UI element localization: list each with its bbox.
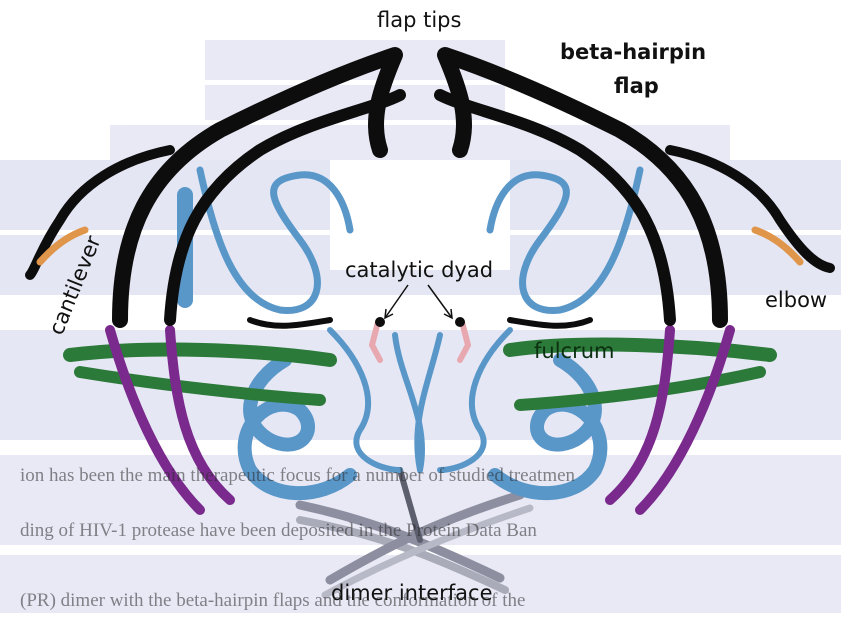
background-text-line-3: (PR) dimer with the beta-hairpin flaps a…	[20, 590, 525, 612]
flap-tips-label: flap tips	[377, 10, 461, 31]
flap-label: flap	[614, 76, 659, 97]
background-text-line-1: ion has been the main therapeutic focus …	[20, 465, 575, 487]
fulcrum-label: fulcrum	[534, 341, 614, 362]
elbow-label: elbow	[765, 290, 827, 311]
background-text-line-2: ding of HIV-1 protease have been deposit…	[20, 520, 537, 542]
beta-hairpin-label: beta-hairpin	[560, 42, 706, 63]
catalytic-dyad-label: catalytic dyad	[345, 260, 493, 281]
